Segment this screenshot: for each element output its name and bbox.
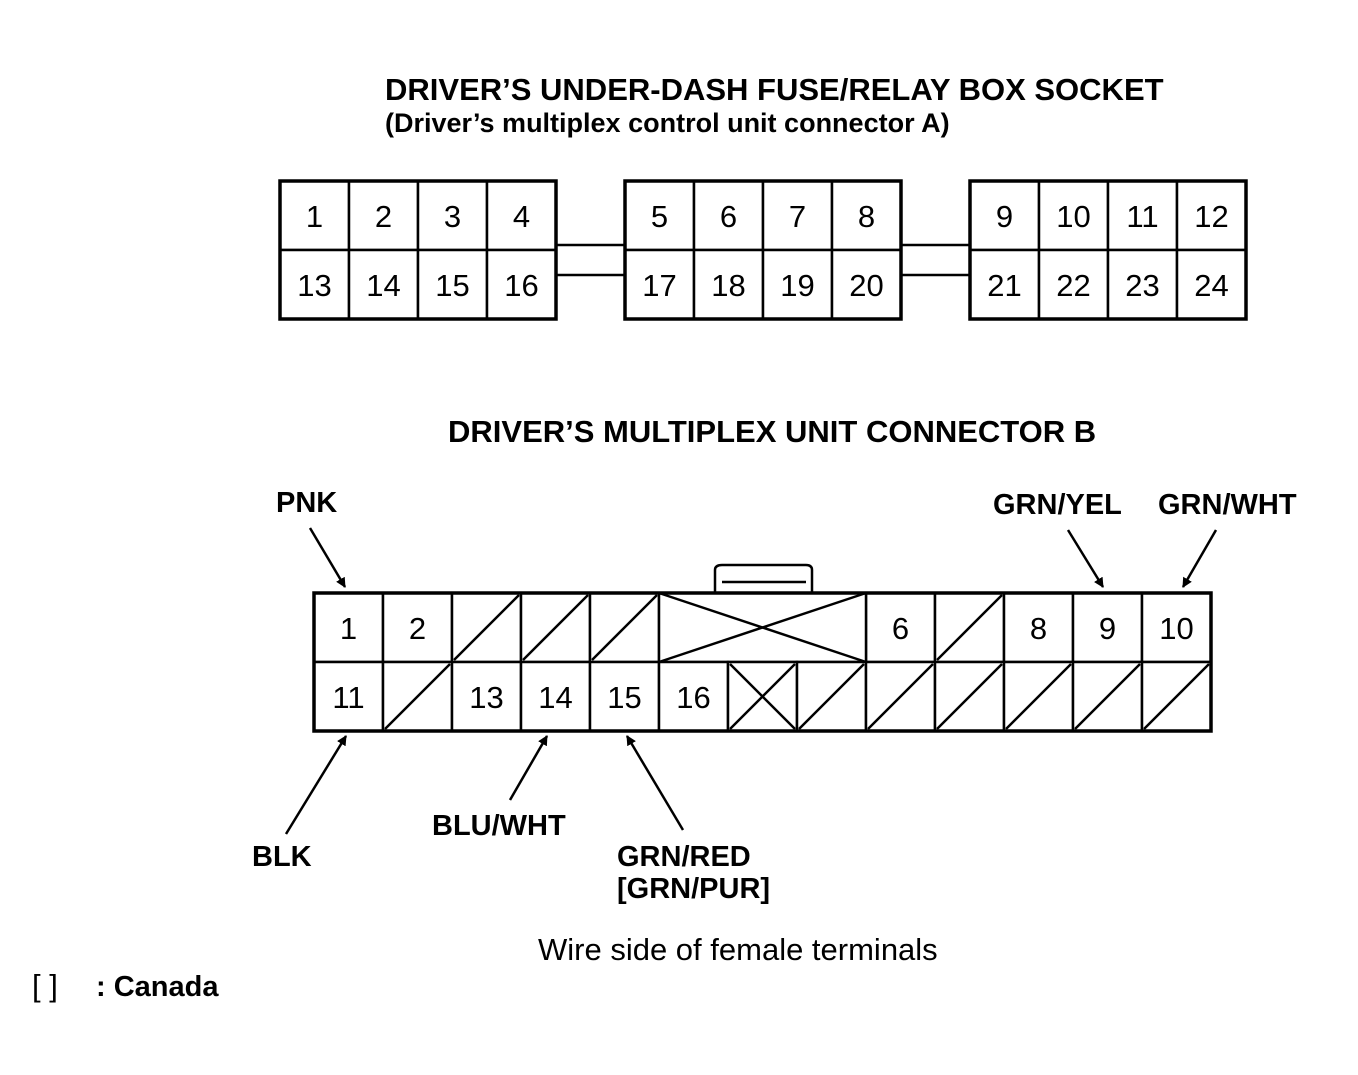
connector-a-pin-number: 15 [435,268,469,303]
connector-a-pin-number: 11 [1126,199,1158,234]
connector-a-pin-number: 2 [375,199,392,234]
arrow-pnk [308,527,347,588]
connector-a-pin-number: 1 [306,199,323,234]
legend-text: : Canada [96,971,219,1003]
connector-b-cavity [588,660,661,733]
connector-b-empty-cavity-slash [867,663,934,730]
connector-b-cavity [312,591,385,664]
connector-a-subtitle: (Driver’s multiplex control unit connect… [385,108,950,138]
wire-label-grn-pur: [GRN/PUR] [617,873,770,905]
connector-a-pin-number: 14 [366,268,400,303]
connector-b-pin-number: 1 [340,611,357,646]
connector-a-pin-number: 20 [849,268,883,303]
wire-label-grn-wht: GRN/WHT [1158,489,1297,521]
connector-b-pin-number: 14 [538,680,572,715]
connector-a-pin-number: 9 [996,199,1013,234]
connector-b-pin-number: 6 [892,611,909,646]
connector-a-pin-number: 4 [513,199,530,234]
connector-b-blocked-cavity-x [658,591,867,664]
wire-label-pnk: PNK [276,487,337,519]
connector-a-housing [968,179,1248,321]
connector-a-pin-number: 16 [504,268,538,303]
wire-label-grn-red: GRN/RED [617,841,751,873]
connector-a-pin-number: 5 [651,199,668,234]
connector-a-pin-number: 12 [1194,199,1228,234]
connector-b-empty-cavity-slash [1143,663,1210,730]
connector-a-pin-number: 6 [720,199,737,234]
arrow-grn-yel [1066,529,1105,588]
connector-b-empty-cavity-slash [936,594,1003,661]
connector-b-pin-number: 10 [1159,611,1193,646]
connector-a-cavity [278,179,351,252]
connector-b-empty-cavity-slash [1005,663,1072,730]
connector-b-housing [312,591,1213,733]
connector-a-cavity [692,248,765,321]
connector-a-housing [623,179,903,321]
connector-b-pin-number: 2 [409,611,426,646]
arrow-blu-wht [508,735,549,801]
connector-a-housing [278,179,558,321]
connector-a-cavity [830,179,903,252]
connector-a-pin-number: 17 [642,268,676,303]
connector-b-empty-cavity-slash [384,663,451,730]
caption: Wire side of female terminals [538,932,938,967]
connector-b-pin-number: 11 [332,680,364,715]
connector-b-cavity [657,660,730,733]
connector-b-empty-cavity-slash [1074,663,1141,730]
wire-label-blu-wht: BLU/WHT [432,810,566,842]
connector-a-title: DRIVER’S UNDER-DASH FUSE/RELAY BOX SOCKE… [385,72,1164,107]
connector-a-pin-number: 24 [1194,268,1228,303]
connector-b-pin-number: 8 [1030,611,1047,646]
connector-a-pin-number: 22 [1056,268,1090,303]
connector-a-pin-number: 21 [987,268,1021,303]
connector-b-pin-number: 15 [607,680,641,715]
connector-a-pin-number: 7 [789,199,806,234]
wire-label-grn-yel: GRN/YEL [993,489,1122,521]
connector-a-cavity [1175,248,1248,321]
connector-b-blocked-cavity-x [729,663,796,730]
connector-a-pin-number: 18 [711,268,745,303]
connector-b: 1 2 6 8 9 10 11 13 14 15 16 [312,591,1213,733]
connector-a-cavity [347,248,420,321]
connector-b-empty-cavity-slash [798,663,865,730]
connector-b-title: DRIVER’S MULTIPLEX UNIT CONNECTOR B [448,414,1096,449]
connector-a-cavity [1175,179,1248,252]
arrow-grn-wht [1181,529,1218,588]
connector-a-pin-number: 8 [858,199,875,234]
connector-a-cavity [1106,248,1179,321]
connector-b-pin-number: 16 [676,680,710,715]
connector-a-cavity [1037,248,1110,321]
legend-symbol: [ ] [32,968,58,1003]
connector-a-pin-number: 19 [780,268,814,303]
connector-b-empty-cavity-slash [453,594,520,661]
connector-b-empty-cavity-slash [591,594,658,661]
connector-a-cavity [623,248,696,321]
wire-label-blk: BLK [252,841,312,873]
connector-a-pin-number: 10 [1056,199,1090,234]
connector-b-empty-cavity-slash [522,594,589,661]
connector-a-pin-number: 13 [297,268,331,303]
connector-a-pin-number: 3 [444,199,461,234]
arrow-blk [284,735,348,835]
connector-b-latch [713,563,814,593]
connector-a-cavity [692,179,765,252]
connector-a-pin-number: 23 [1125,268,1159,303]
connector-b-pin-number: 13 [469,680,503,715]
arrow-grn-red [625,735,685,831]
connector-b-empty-cavity-slash [936,663,1003,730]
connector-b-pin-number: 9 [1099,611,1116,646]
